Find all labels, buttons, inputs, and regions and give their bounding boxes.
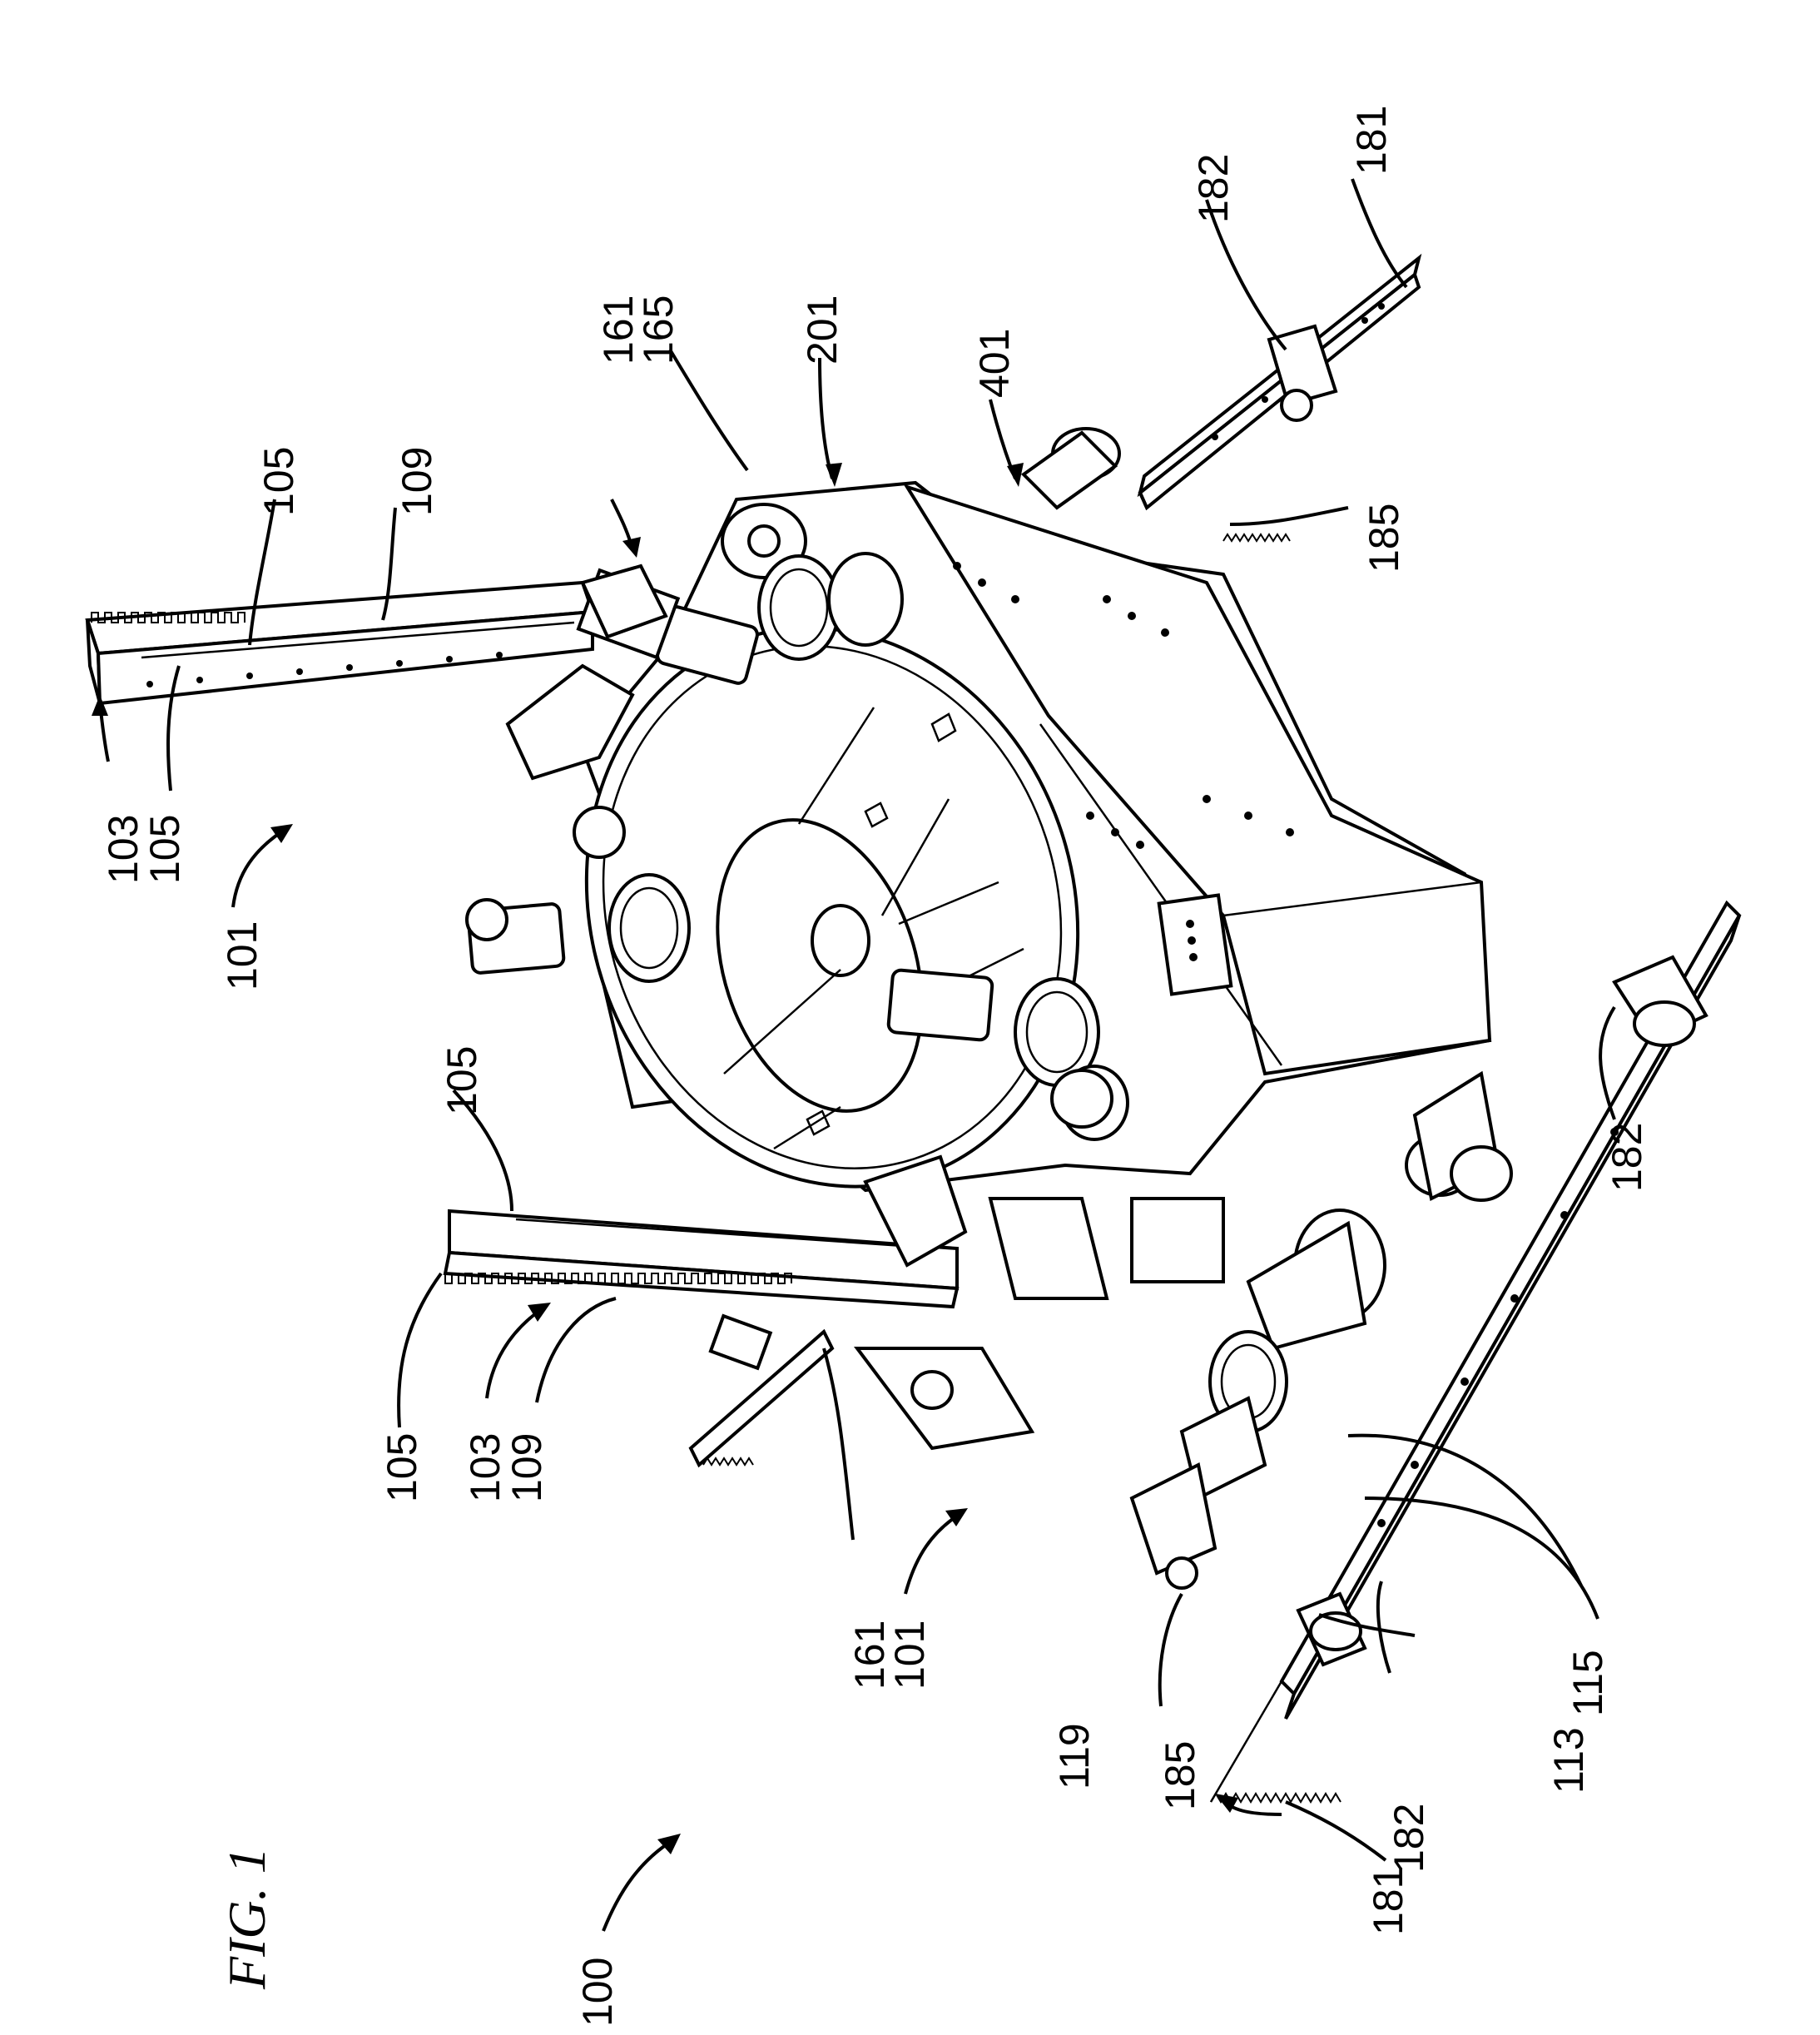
label-105-top-lower: 105 (141, 815, 188, 884)
label-101-bottom: 101 (886, 1621, 933, 1690)
label-100: 100 (574, 1958, 621, 2027)
drive-motor-left (467, 875, 689, 981)
label-201: 201 (799, 295, 846, 365)
label-103-top: 103 (100, 815, 146, 884)
label-113: 113 (1545, 1727, 1592, 1794)
label-401: 401 (971, 329, 1018, 398)
mast-lower-left (445, 1211, 957, 1307)
label-182-bottom: 182 (1386, 1804, 1432, 1873)
label-181-bottom: 181 (1365, 1866, 1411, 1935)
rail-right-upper (1140, 258, 1419, 541)
label-161-bottom: 161 (846, 1621, 893, 1690)
label-105-mid: 105 (439, 1046, 485, 1115)
label-165: 165 (635, 295, 682, 365)
label-182-right: 182 (1604, 1123, 1650, 1192)
label-185-top: 185 (1361, 504, 1407, 573)
label-115: 115 (1565, 1650, 1611, 1716)
label-185-bottom: 185 (1157, 1741, 1203, 1810)
label-119: 119 (1051, 1723, 1098, 1789)
label-103-bottom: 103 (462, 1433, 508, 1502)
label-105-bottom: 105 (379, 1433, 425, 1502)
label-105-top: 105 (255, 447, 302, 516)
label-109-top: 109 (394, 447, 440, 516)
figure-caption: FIG. 1 (217, 1847, 276, 1990)
mast-upper-left (87, 583, 593, 703)
label-182-top: 182 (1190, 154, 1237, 223)
label-109-bottom: 109 (503, 1433, 550, 1502)
label-181-top: 181 (1348, 106, 1395, 175)
label-101-top: 101 (219, 921, 265, 990)
